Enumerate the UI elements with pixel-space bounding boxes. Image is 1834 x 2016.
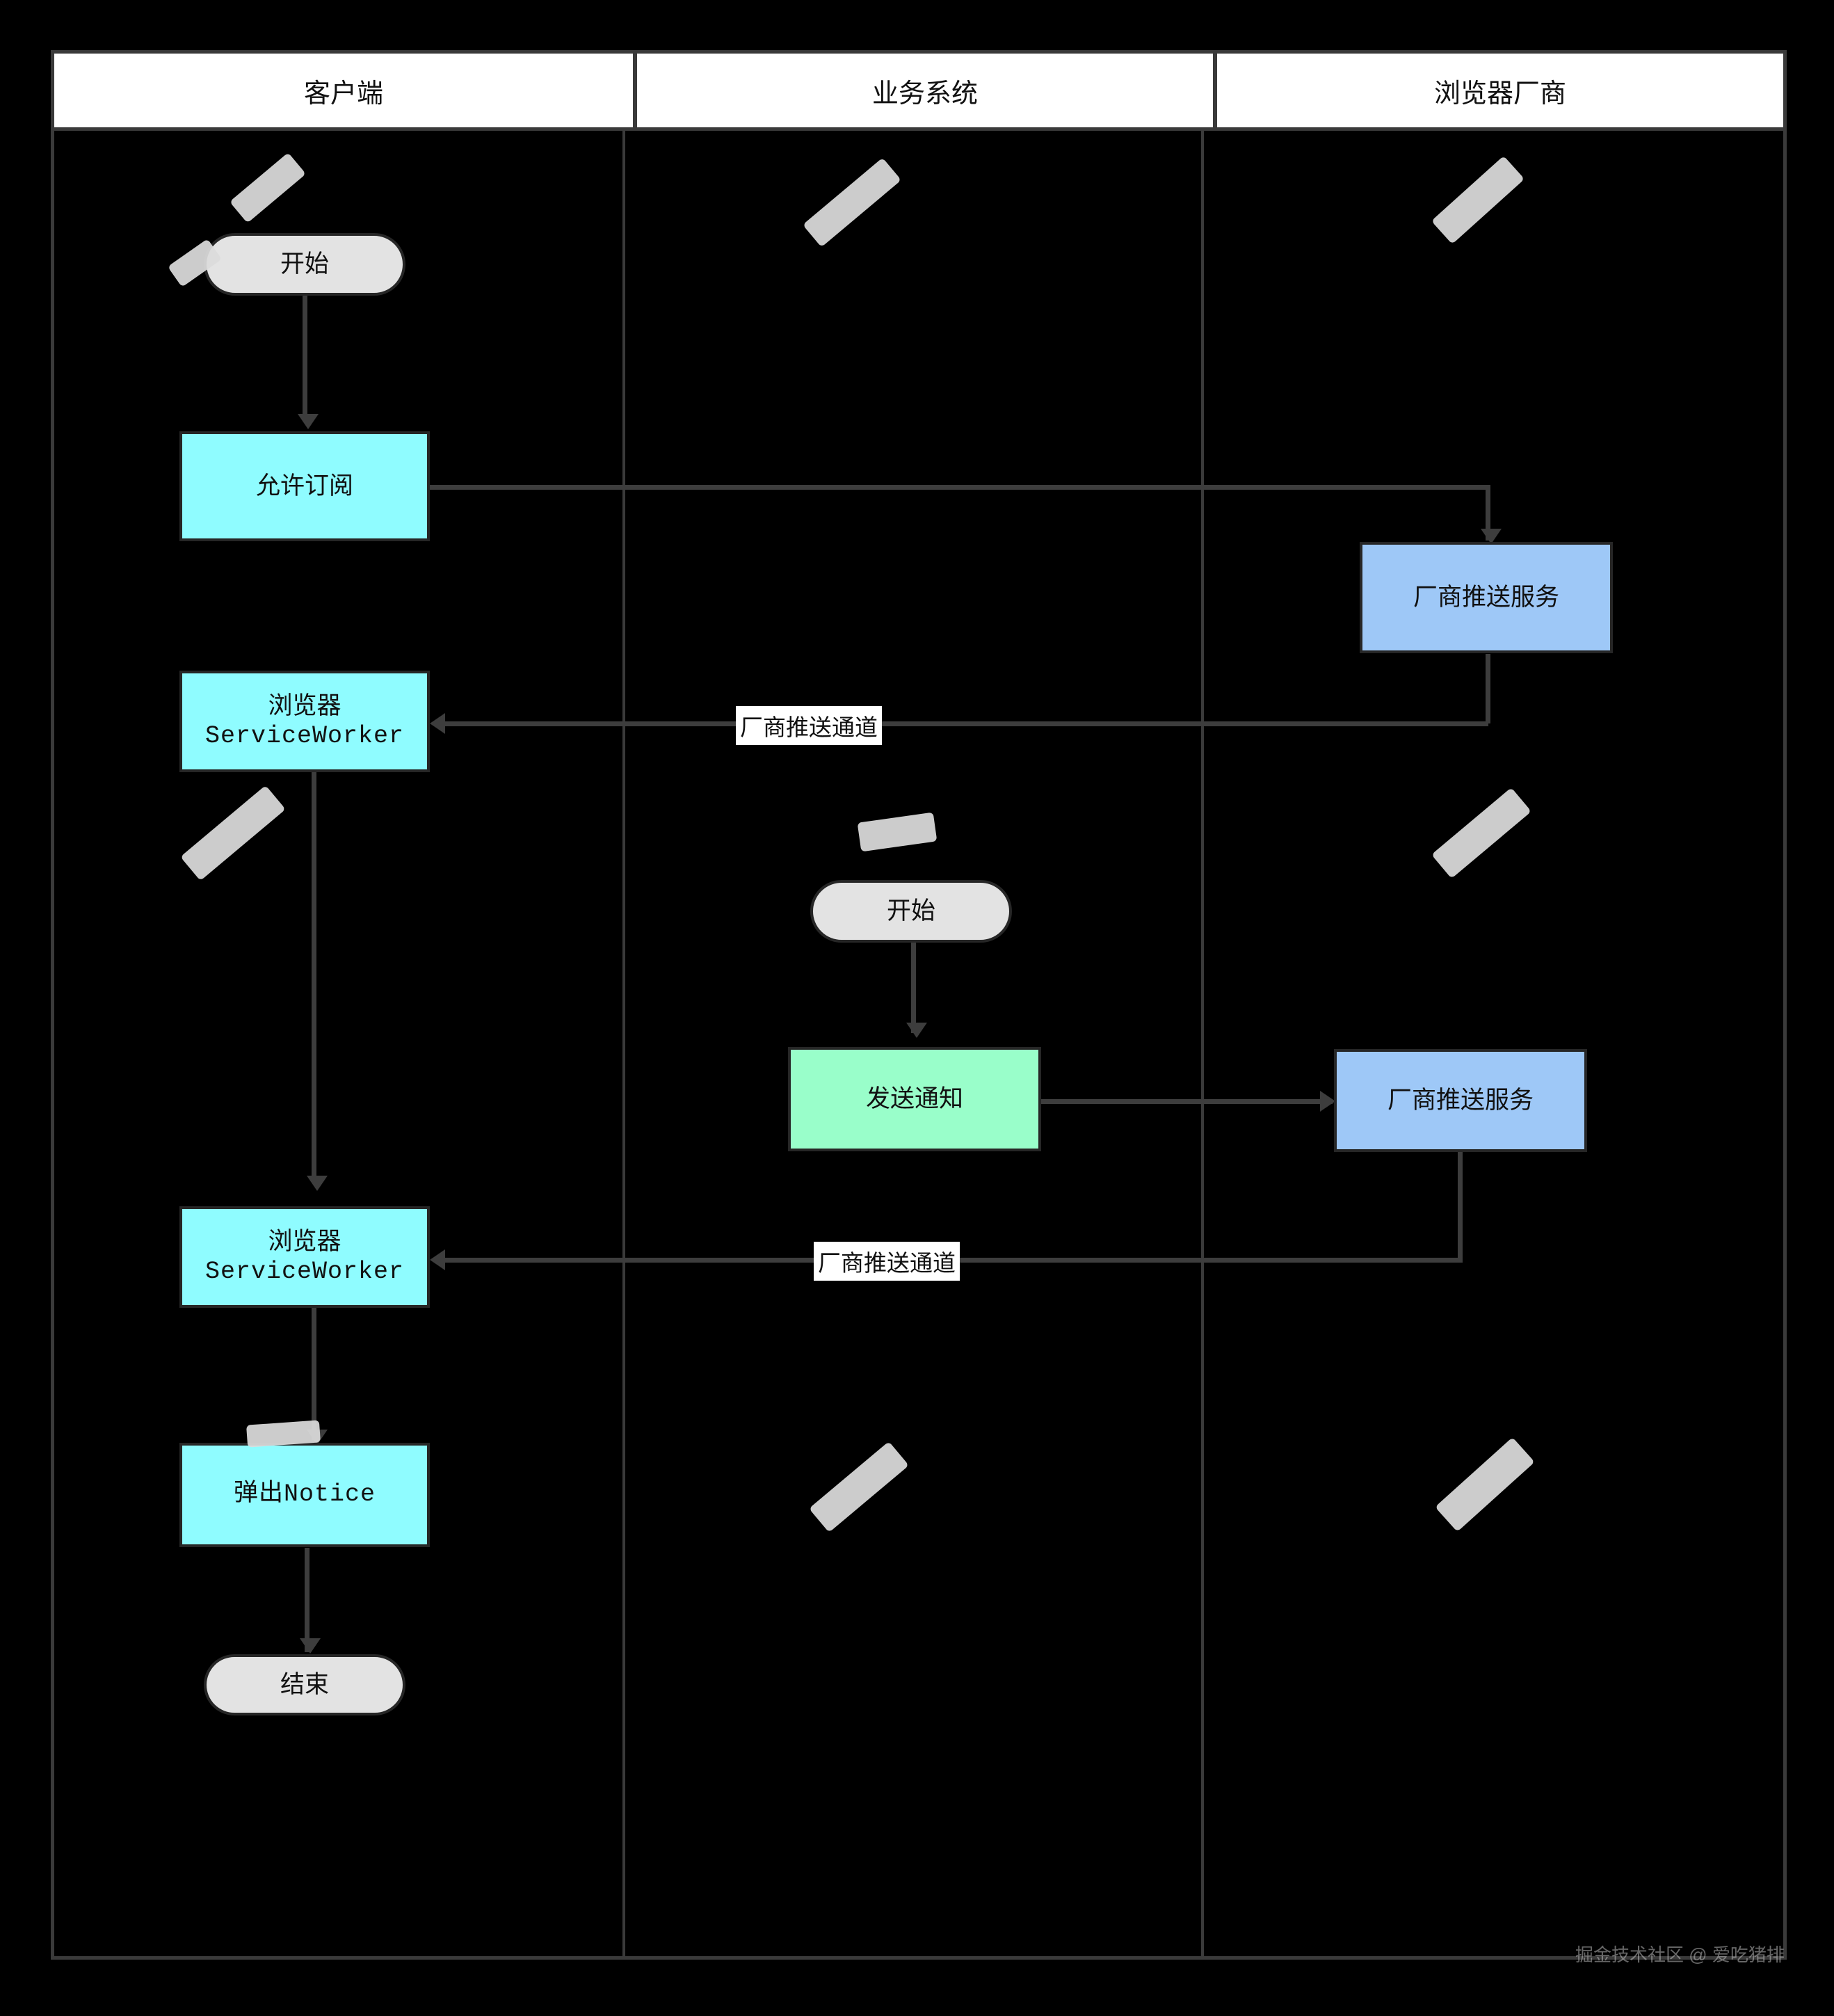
edge-push1-sw1-v	[1486, 654, 1490, 723]
edge-sw1-sw2-line	[312, 772, 316, 1183]
node-allow-subscribe[interactable]: 允许订阅	[179, 431, 430, 541]
edge-start1-allow-line	[303, 296, 307, 421]
node-send-notification[interactable]: 发送通知	[788, 1047, 1041, 1151]
edge-push2-sw2-arrow	[430, 1249, 445, 1270]
edge-push1-sw1-h	[445, 721, 1488, 726]
node-label-line1: 浏览器	[268, 692, 341, 720]
edge-start1-allow-arrow	[298, 414, 319, 429]
node-service-worker-2[interactable]: 浏览器 ServiceWorker	[179, 1206, 430, 1308]
node-label: 开始	[886, 897, 935, 925]
edge-push1-sw1-arrow	[430, 713, 445, 734]
node-end-client[interactable]: 结束	[204, 1654, 405, 1715]
edge-allow-push1-v	[1486, 485, 1490, 541]
node-label: 发送通知	[865, 1085, 963, 1113]
lane-divider-1	[622, 131, 625, 1960]
node-vendor-push-service-2[interactable]: 厂商推送服务	[1334, 1049, 1587, 1152]
edge-start2-send-line	[911, 943, 916, 1033]
lane-label-client: 客户端	[303, 79, 383, 109]
edge-notice-end1-arrow	[300, 1638, 321, 1654]
edge-notice-end1-line	[305, 1548, 309, 1652]
lane-header-business: 业务系统	[634, 50, 1216, 131]
node-label: 弹出Notice	[233, 1480, 376, 1509]
lane-divider-2	[1201, 131, 1204, 1960]
edge-sw2-notice-line	[312, 1308, 316, 1440]
node-label: 结束	[280, 1671, 329, 1699]
node-label: 厂商推送服务	[1413, 584, 1559, 611]
edge-allow-push1-h	[430, 485, 1490, 490]
node-vendor-push-service-1[interactable]: 厂商推送服务	[1360, 542, 1613, 653]
node-label-line1: 浏览器	[268, 1228, 341, 1256]
lane-label-business: 业务系统	[871, 79, 978, 109]
node-start-client[interactable]: 开始	[204, 233, 405, 296]
edge-send-push2-arrow	[1320, 1091, 1335, 1112]
node-popup-notice[interactable]: 弹出Notice	[179, 1443, 430, 1547]
node-start-business[interactable]: 开始	[810, 880, 1012, 943]
lane-label-vendor: 浏览器厂商	[1433, 79, 1566, 109]
edge-allow-push1-arrow	[1481, 529, 1502, 544]
node-label: 允许订阅	[255, 472, 353, 500]
edge-sw1-sw2-arrow	[307, 1176, 328, 1191]
node-service-worker-1[interactable]: 浏览器 ServiceWorker	[179, 671, 430, 772]
edge-label-lower-channel: 厂商推送通道	[814, 1242, 960, 1281]
node-label-line2: ServiceWorker	[204, 722, 405, 750]
edge-send-push2-line	[1040, 1099, 1333, 1104]
edge-push2-sw2-v	[1458, 1151, 1463, 1263]
lane-header-vendor: 浏览器厂商	[1214, 50, 1787, 131]
node-label-line2: ServiceWorker	[204, 1258, 405, 1286]
edge-label-upper-channel: 厂商推送通道	[736, 706, 882, 745]
edge-start2-send-arrow	[906, 1023, 927, 1038]
node-label: 厂商推送服务	[1387, 1087, 1534, 1114]
node-label: 开始	[280, 250, 329, 278]
watermark: 掘金技术社区 @ 爱吃猪排	[1575, 1944, 1785, 1965]
lane-header-client: 客户端	[51, 50, 636, 131]
